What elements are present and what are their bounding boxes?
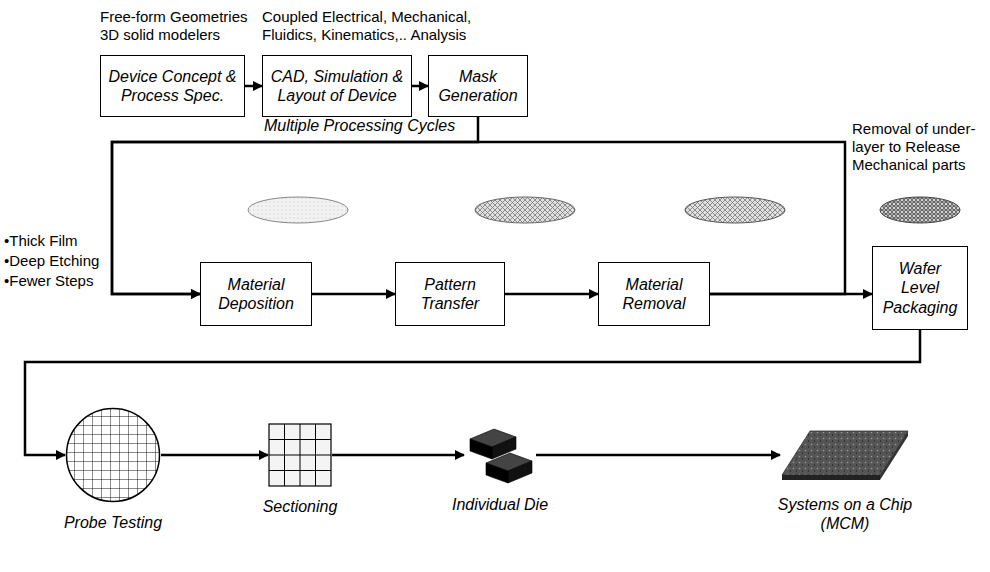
mcm-figure: Systems on a Chip (MCM) [760, 425, 930, 533]
annotation-text: Coupled Electrical, Mechanical, Fluidics… [262, 8, 522, 44]
figure-caption: Sectioning [263, 497, 338, 516]
flow-arrow [332, 454, 464, 457]
mcm-plate-edge [880, 431, 908, 480]
process-box: Material Deposition [200, 262, 312, 326]
sectioned-wafer-figure: Sectioning [250, 423, 350, 516]
bullet-text: •Fewer Steps [4, 272, 110, 290]
process-box: Mask Generation [428, 55, 528, 117]
box-label: Wafer Level Packaging [878, 259, 962, 317]
grid-square [269, 424, 331, 486]
process-box: Material Removal [598, 262, 710, 326]
flow-arrow [245, 85, 262, 88]
process-box: Device Concept & Process Spec. [100, 55, 245, 117]
bullet-text: •Deep Etching [4, 252, 110, 270]
mcm-plate [782, 431, 908, 475]
mcm-icon [780, 425, 910, 485]
die-figure: Individual Die [440, 425, 560, 514]
wafer-icon [65, 407, 161, 503]
flow-arrow [161, 454, 268, 457]
box-label: Material Removal [604, 275, 704, 313]
flow-arrow [25, 330, 920, 455]
process-box: Wafer Level Packaging [872, 246, 968, 330]
flow-arrow [505, 293, 598, 296]
box-label: Pattern Transfer [401, 275, 499, 313]
wafer-ellipse [880, 197, 960, 223]
flow-arrow [312, 293, 395, 296]
annotation-text: Removal of under-layer to Release Mechan… [852, 120, 986, 174]
process-box: Pattern Transfer [395, 262, 505, 326]
grid-line [269, 455, 331, 456]
flow-arrow [710, 293, 872, 296]
mcm-plate-edge [782, 475, 880, 480]
flow-arrow [412, 85, 428, 88]
grid-icon [268, 423, 332, 487]
grid-line [315, 424, 316, 486]
wafer-disc [67, 409, 160, 502]
box-label: Mask Generation [434, 67, 522, 105]
connector-group [25, 86, 920, 455]
box-label: CAD, Simulation & Layout of Device [268, 67, 406, 105]
figure-caption: Individual Die [452, 495, 548, 514]
process-box: CAD, Simulation & Layout of Device [262, 55, 412, 117]
die-icon [464, 425, 536, 485]
connector-label: Multiple Processing Cycles [262, 117, 457, 135]
die-block-face [486, 463, 508, 483]
grid-line [269, 470, 331, 471]
wafer-illustrations [248, 197, 960, 223]
annotation-text: Free-form Geometries 3D solid modelers [100, 8, 260, 44]
wafer-ellipse [248, 197, 348, 223]
figure-caption: Systems on a Chip (MCM) [760, 495, 930, 533]
wafer-ellipse [685, 197, 785, 223]
wafer-figure: Probe Testing [60, 407, 166, 532]
box-label: Device Concept & Process Spec. [106, 67, 239, 105]
die-block-face [470, 439, 492, 459]
die-block-face [508, 461, 532, 483]
flow-arrow [536, 454, 780, 457]
wafer-ellipse [475, 197, 575, 223]
figure-caption: Probe Testing [64, 513, 162, 532]
box-label: Material Deposition [206, 275, 306, 313]
bullet-text: •Thick Film [4, 232, 110, 250]
